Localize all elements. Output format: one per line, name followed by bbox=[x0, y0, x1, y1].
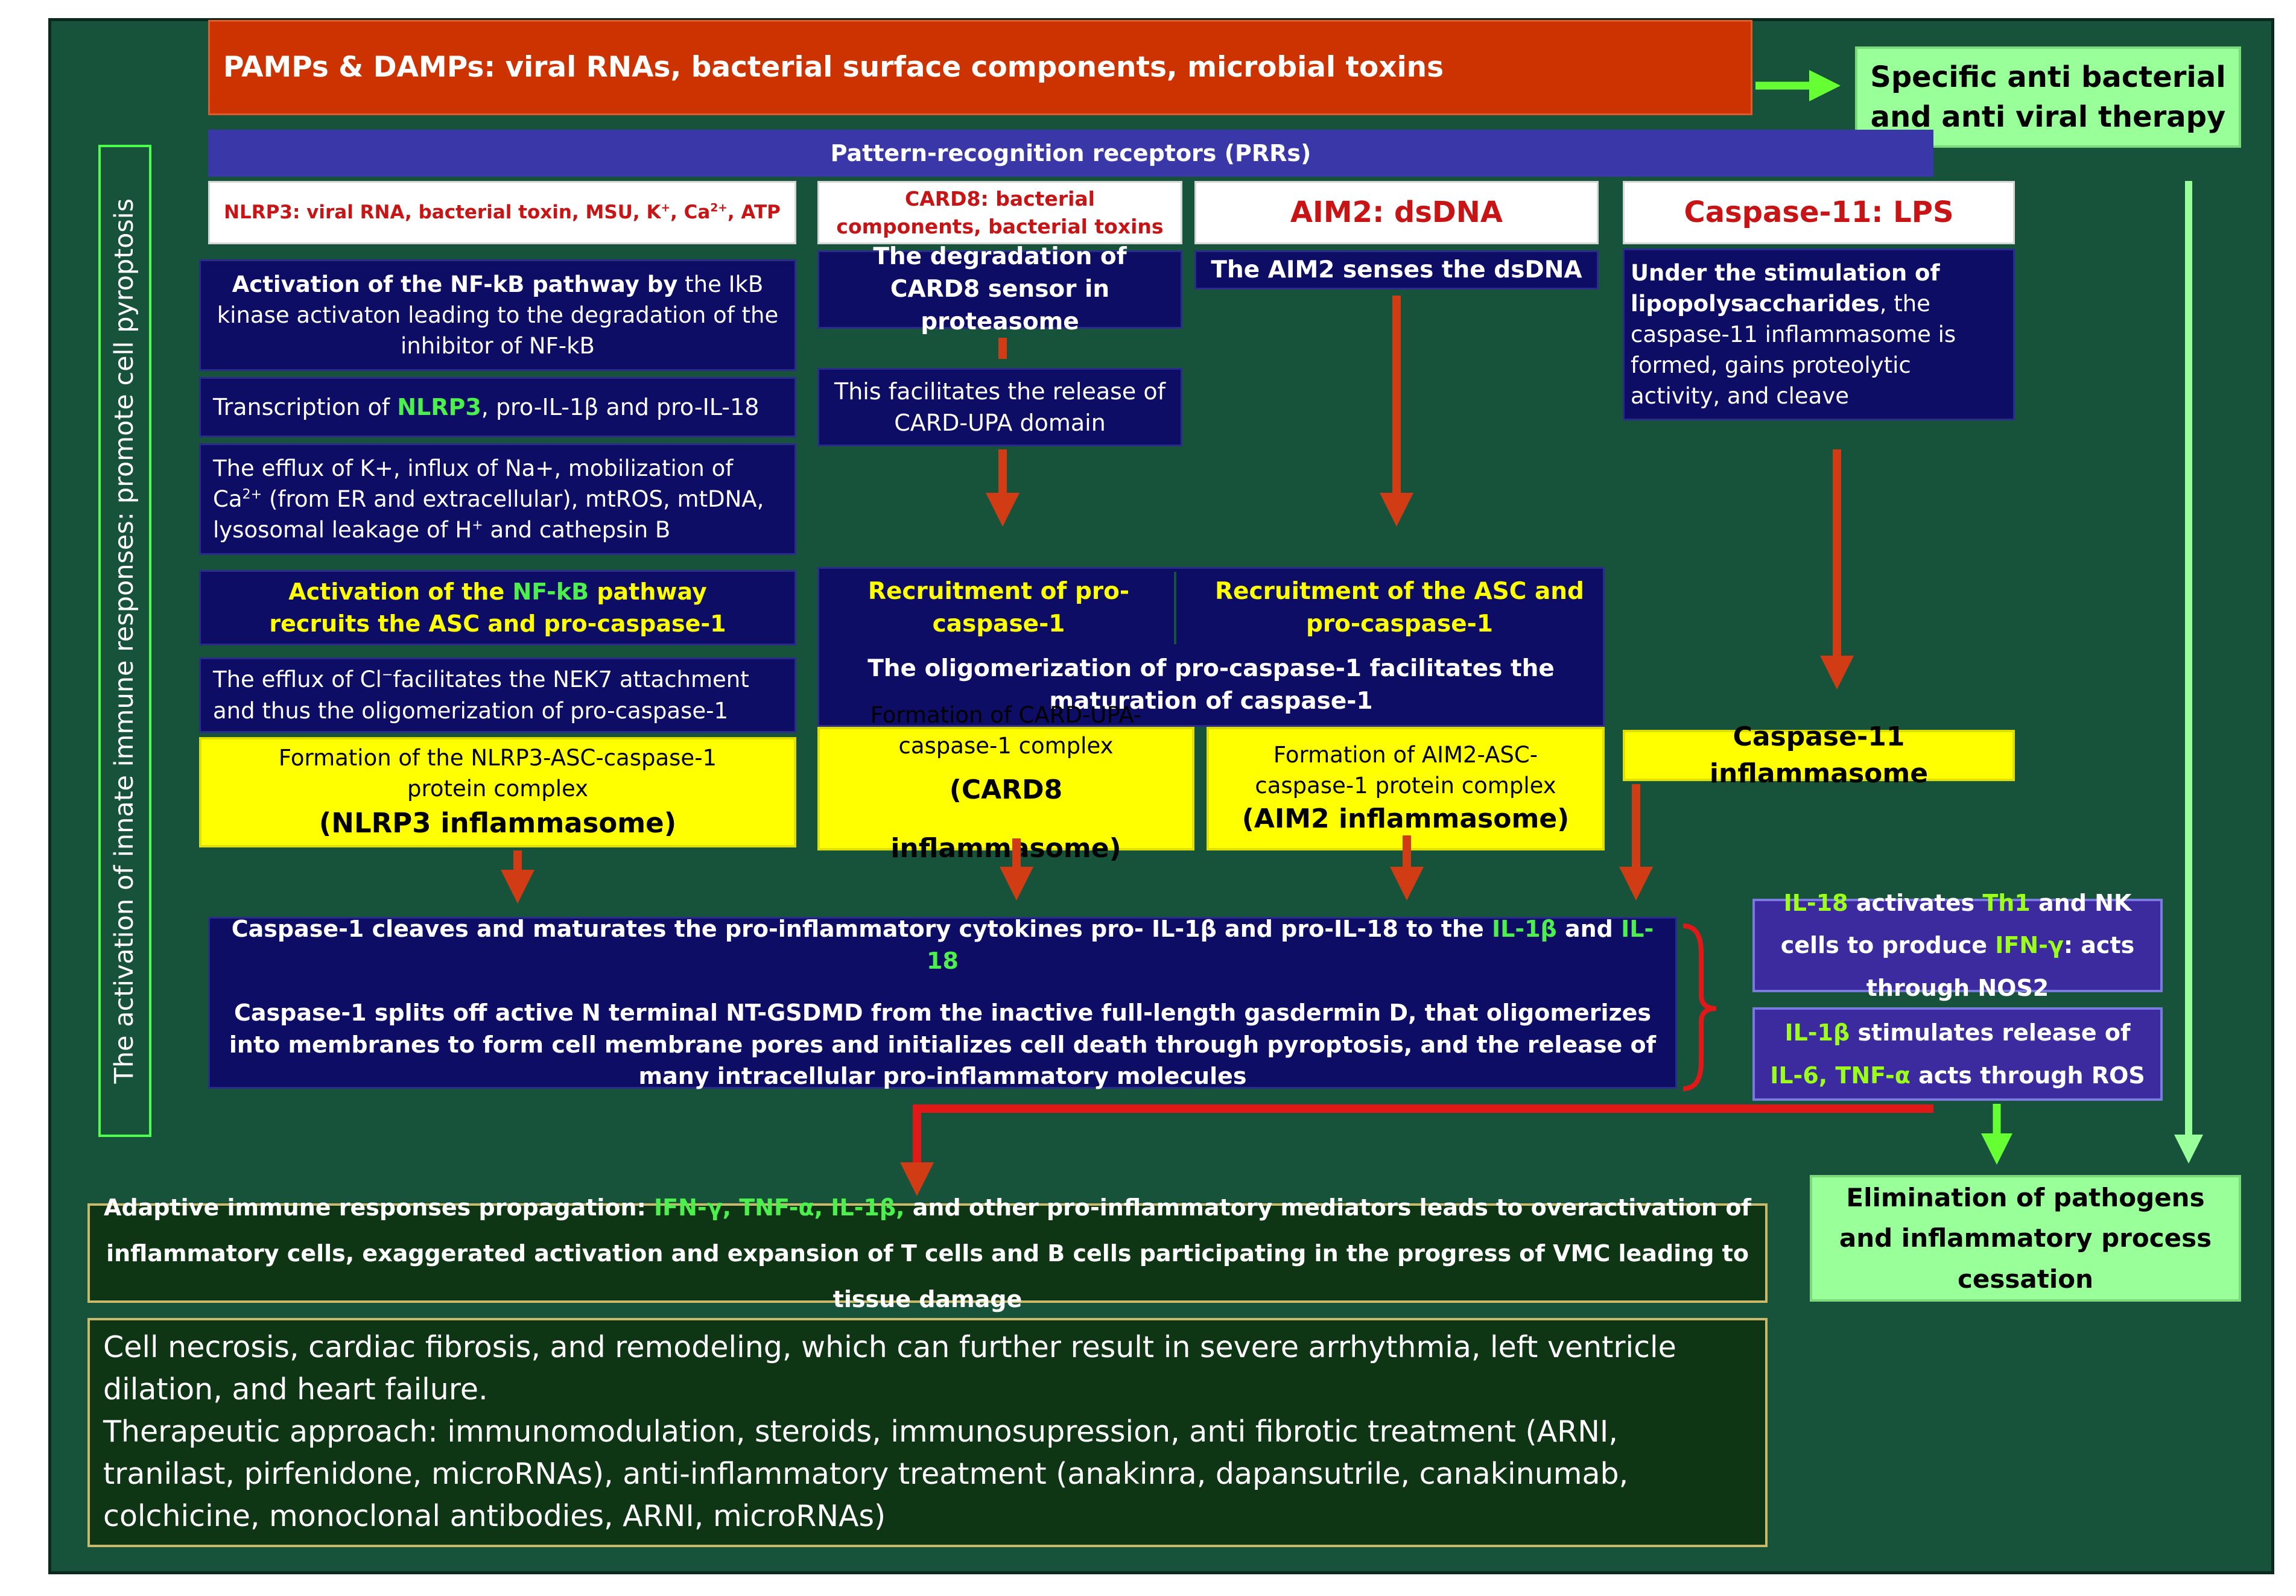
nlrp3-k-sup: + bbox=[661, 201, 671, 215]
prr-bar: Pattern-recognition receptors (PRRs) bbox=[208, 130, 1933, 177]
aim2-recruitment-text: Recruitment of the ASC and pro-caspase-1 bbox=[1215, 578, 1584, 638]
elimination-text: Elimination of pathogens and inflammator… bbox=[1839, 1183, 2212, 1294]
outcome-line1: Cell necrosis, cardiac fibrosis, and rem… bbox=[103, 1330, 1676, 1407]
caspase1-line1-a: Caspase-1 cleaves and maturates the pro-… bbox=[231, 916, 1484, 943]
caspase11-inflammasome-box: Caspase-11 inflammasome bbox=[1623, 721, 2015, 789]
caspase1-line1-and: and bbox=[1564, 916, 1613, 943]
caspase11-stim-rest: , the caspase-11 inflammasome is formed,… bbox=[1631, 290, 1956, 410]
side-label-box: The activation of innate immune response… bbox=[98, 145, 151, 1137]
nlrp3-inflammasome-box: Formation of the NLRP3-ASC-caspase-1 pro… bbox=[199, 737, 796, 847]
recruit-a: Activation of the bbox=[288, 578, 505, 606]
aim2-senses-box: The AIM2 senses the dsDNA bbox=[1194, 250, 1599, 290]
pamps-text: PAMPs & DAMPs: viral RNAs, bacterial sur… bbox=[223, 50, 1444, 84]
efflux-sup: 2+ bbox=[242, 486, 262, 502]
cl-a: The efflux of Cl bbox=[213, 667, 382, 693]
nlrp3-transcription-box: Transcription of NLRP3, pro-IL-1β and pr… bbox=[199, 377, 796, 437]
aim2-title: AIM2: dsDNA bbox=[1194, 181, 1599, 244]
nlrp3-title-name: NLRP3: bbox=[224, 201, 300, 224]
card8-formation: Formation of CARD-UPA-caspase-1 complex bbox=[870, 701, 1142, 759]
adaptive-g: IFN-γ, TNF-α, IL-1β, bbox=[654, 1194, 905, 1221]
il18-g1: IL-18 bbox=[1783, 890, 1848, 917]
caspase1-line1-il18: IL-18 bbox=[927, 916, 1654, 974]
il18-box: IL-18 activates Th1 and NK cells to prod… bbox=[1752, 890, 2163, 1001]
card8-recruitment: Recruitment of pro-caspase-1 bbox=[823, 572, 1176, 644]
il1b-g2: IL-6, TNF-α bbox=[1770, 1062, 1911, 1089]
il18-c: : acts through NOS2 bbox=[1866, 932, 2135, 1001]
elimination-box: Elimination of pathogens and inflammator… bbox=[1810, 1175, 2241, 1302]
recruit-line2: recruits the ASC and pro-caspase-1 bbox=[269, 610, 726, 637]
card8-inflammasome-label: (CARD8 inflammasome) bbox=[890, 774, 1121, 864]
il18-b: and NK cells to produce bbox=[1780, 890, 2132, 959]
card8-degradation-box: The degradation of CARD8 sensor in prote… bbox=[817, 243, 1182, 335]
nlrp3-ca-sup: 2+ bbox=[710, 201, 728, 215]
caspase1-block: Caspase-1 cleaves and maturates the pro-… bbox=[208, 916, 1677, 1090]
efflux-c: and cathepsin B bbox=[490, 517, 671, 543]
il1b-a: stimulates release of bbox=[1857, 1019, 2131, 1047]
card8-title-text: CARD8: bacterial components, bacterial t… bbox=[836, 186, 1164, 238]
transcription-post: , pro-IL-1β and pro-IL-18 bbox=[481, 393, 760, 420]
card8-inflammasome-box: Formation of CARD-UPA-caspase-1 complex (… bbox=[817, 702, 1194, 864]
outcome-block: Cell necrosis, cardiac fibrosis, and rem… bbox=[87, 1318, 1768, 1547]
aim2-title-text: AIM2: dsDNA bbox=[1290, 195, 1503, 230]
adaptive-block: Adaptive immune responses propagation: I… bbox=[87, 1194, 1768, 1313]
il18-g3: IFN-γ bbox=[1995, 932, 2064, 959]
recruit-b: pathway bbox=[597, 578, 707, 606]
nlrp3-cl-box: The efflux of Cl−facilitates the NEK7 at… bbox=[199, 657, 796, 733]
il1b-g1: IL-1β bbox=[1784, 1019, 1850, 1047]
nlrp3-title-end: , ATP bbox=[727, 201, 781, 224]
nlrp3-title: NLRP3: viral RNA, bacterial toxin, MSU, … bbox=[208, 181, 796, 244]
nlrp3-title-ca: , Ca bbox=[670, 201, 711, 224]
nlrp3-title-rest: viral RNA, bacterial toxin, MSU, K bbox=[306, 201, 661, 224]
aim2-recruitment: Recruitment of the ASC and pro-caspase-1 bbox=[1200, 572, 1599, 644]
caspase11-stim-bold: Under the stimulation of lipopolysacchar… bbox=[1631, 259, 1940, 317]
card8-recruitment-text: Recruitment of pro-caspase-1 bbox=[867, 578, 1130, 638]
caspase1-line1: Caspase-1 cleaves and maturates the pro-… bbox=[222, 913, 1663, 977]
nlrp3-formation: Formation of the NLRP3-ASC-caspase-1 pro… bbox=[278, 745, 717, 802]
oligomerization-text: The oligomerization of pro-caspase-1 fac… bbox=[867, 655, 1555, 715]
adaptive-b: and other pro-inflammatory mediators lea… bbox=[106, 1194, 1751, 1313]
card8-degradation: The degradation of CARD8 sensor in prote… bbox=[873, 243, 1127, 335]
efflux-sup2: + bbox=[472, 517, 483, 533]
il1b-box: IL-1β stimulates release of IL-6, TNF-α a… bbox=[1752, 1007, 2163, 1101]
aim2-formation: Formation of AIM2-ASC-caspase-1 protein … bbox=[1255, 742, 1556, 799]
adaptive-a: Adaptive immune responses propagation: bbox=[104, 1194, 646, 1221]
nlrp3-efflux-box: The efflux of K+, influx of Na+, mobiliz… bbox=[199, 443, 796, 555]
caspase1-line2: Caspase-1 splits off active N terminal N… bbox=[229, 999, 1657, 1090]
card8-release-box: This facilitates the release of CARD-UPA… bbox=[817, 368, 1182, 446]
nlrp3-inflammasome-label: (NLRP3 inflammasome) bbox=[319, 806, 677, 839]
caspase11-inflammasome-label: Caspase-11 inflammasome bbox=[1709, 721, 1929, 789]
caspase11-title-text: Caspase-11: LPS bbox=[1684, 195, 1954, 230]
il18-a: activates bbox=[1856, 890, 1975, 917]
therapy-text: Specific anti bacterial and anti viral t… bbox=[1870, 60, 2226, 134]
nlrp3-nfkb-rest: the IkB kinase activaton leading to the … bbox=[217, 271, 779, 359]
card8-release: This facilitates the release of CARD-UPA… bbox=[834, 378, 1165, 436]
nlrp3-nfkb-box: Activation of the NF-kB pathway by the I… bbox=[199, 259, 796, 371]
cl-sup: − bbox=[381, 667, 393, 683]
efflux-b: (from ER and extracellular), mtROS, mtDN… bbox=[213, 486, 764, 543]
nlrp3-nfkb-bold: Activation of the NF-kB pathway by bbox=[232, 271, 678, 297]
caspase11-stimulation-box: Under the stimulation of lipopolysacchar… bbox=[1623, 249, 2015, 420]
il18-g2: Th1 bbox=[1982, 890, 2031, 917]
nlrp3-recruit-box: Activation of the NF-kB pathway recruits … bbox=[199, 570, 796, 645]
aim2-senses: The AIM2 senses the dsDNA bbox=[1211, 256, 1582, 283]
caspase1-line1-il1b: IL-1β bbox=[1491, 916, 1557, 943]
recruit-green: NF-kB bbox=[512, 578, 589, 606]
pamps-box: PAMPs & DAMPs: viral RNAs, bacterial sur… bbox=[208, 20, 1752, 115]
transcription-green: NLRP3 bbox=[397, 393, 481, 420]
caspase11-title: Caspase-11: LPS bbox=[1623, 181, 2015, 244]
red-brace bbox=[1682, 923, 1717, 1091]
oligomerization-block: The oligomerization of pro-caspase-1 fac… bbox=[817, 567, 1605, 727]
aim2-inflammasome-label: (AIM2 inflammasome) bbox=[1242, 803, 1570, 835]
prr-text: Pattern-recognition receptors (PRRs) bbox=[830, 139, 1311, 166]
card8-title: CARD8: bacterial components, bacterial t… bbox=[817, 181, 1182, 244]
outcome-line2: Therapeutic approach: immunomodulation, … bbox=[103, 1414, 1629, 1534]
red-connector-to-adaptive bbox=[900, 1104, 1933, 1196]
efflux-a: The efflux of K+, influx of Na+, mobiliz… bbox=[213, 455, 734, 512]
il1b-b: acts through ROS bbox=[1918, 1062, 2145, 1089]
transcription-pre: Transcription of bbox=[213, 393, 390, 420]
aim2-inflammasome-box: Formation of AIM2-ASC-caspase-1 protein … bbox=[1207, 727, 1605, 850]
cl-b: facilitates the NEK7 attachment and thus… bbox=[213, 667, 749, 724]
